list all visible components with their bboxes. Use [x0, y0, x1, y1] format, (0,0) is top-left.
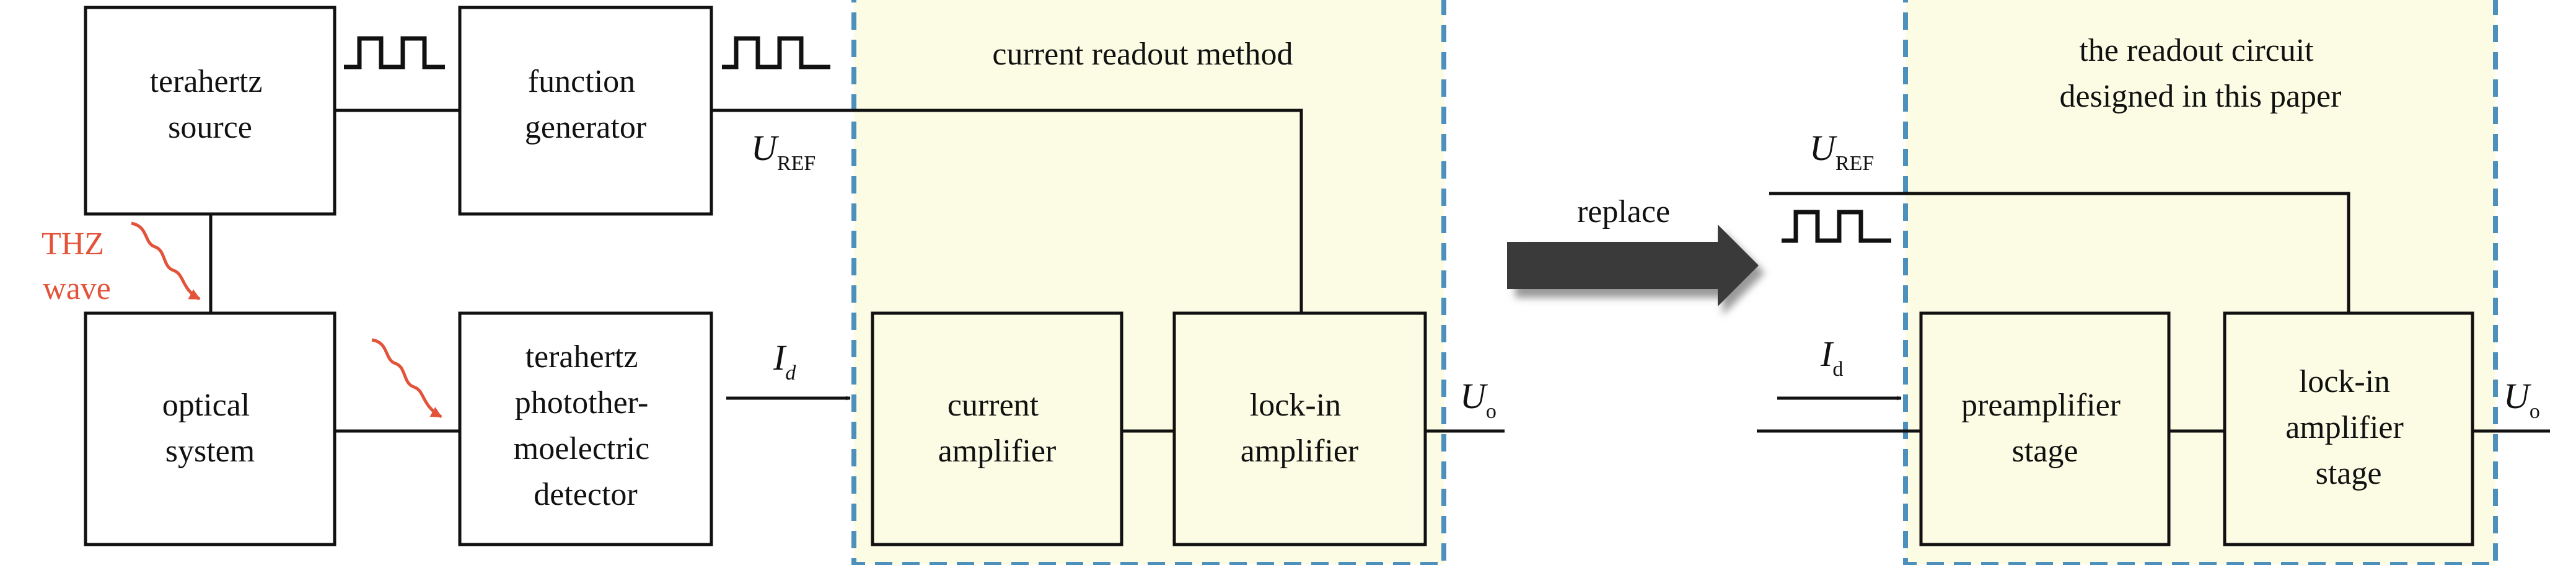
detector-line-2: photother-	[515, 385, 649, 420]
optical-system-block	[84, 311, 336, 546]
lockin-stage-line-3: stage	[2316, 456, 2382, 491]
u-ref-right-sub: REF	[1835, 152, 1874, 175]
wavy-arrow-icon	[371, 338, 442, 419]
u-ref-sub: REF	[777, 152, 815, 175]
detector-label: terahertz photother- moelectric detector	[514, 339, 657, 512]
i-d-right-sub: d	[1832, 358, 1843, 381]
i-d-main: I	[773, 337, 787, 378]
thz-label-line-1: THZ	[42, 226, 104, 262]
wavy-arrow-icon	[131, 221, 201, 301]
square-wave-icon	[722, 36, 830, 69]
preamplifier-stage-label: preamplifier stage	[1961, 388, 2129, 469]
i-d-right-main: I	[1820, 334, 1834, 374]
optical-system-label: optical system	[162, 388, 258, 469]
lockin-amplifier-line-2: amplifier	[1241, 434, 1359, 469]
terahertz-source-label: terahertz source	[150, 64, 271, 145]
i-d-sub: d	[785, 362, 796, 385]
proposed-title-line-2: designed in this paper	[2060, 79, 2342, 114]
u-o-main: U	[1460, 376, 1488, 416]
lockin-amplifier-label: lock-in amplifier	[1241, 388, 1359, 469]
u-o-sub: o	[1486, 400, 1497, 423]
lockin-amplifier-stage-label: lock-in amplifier stage	[2285, 364, 2412, 491]
terahertz-source-line-2: source	[168, 110, 252, 145]
replace-label: replace	[1577, 194, 1670, 229]
u-o-label: Uo	[1460, 376, 1497, 423]
preamplifier-stage-block	[1919, 311, 2171, 546]
lockin-amplifier-block	[1172, 311, 1427, 546]
function-generator-line-1: function	[528, 64, 635, 99]
proposed-readout-title: the readout circuit designed in this pap…	[2060, 33, 2342, 114]
lockin-stage-line-2: amplifier	[2285, 410, 2404, 445]
u-ref-label-right: UREF	[1809, 128, 1874, 175]
u-ref-main: U	[751, 128, 780, 168]
wire-uref-to-lockin-stage	[1769, 192, 2350, 313]
thz-wave-label: THZ wave	[42, 226, 112, 306]
optical-system-line-1: optical	[162, 388, 250, 423]
i-d-label-right: Id	[1820, 334, 1843, 381]
lockin-stage-line-1: lock-in	[2299, 364, 2390, 399]
detector-line-3: moelectric	[514, 431, 649, 466]
optical-system-line-2: system	[165, 434, 255, 469]
current-readout-title: current readout method	[992, 37, 1293, 72]
wire-reference-to-lockin	[711, 109, 1303, 313]
u-ref-label: UREF	[751, 128, 815, 175]
detector-line-4: detector	[534, 477, 637, 512]
current-amplifier-block	[871, 311, 1123, 546]
current-amplifier-line-2: amplifier	[938, 434, 1057, 469]
u-o-label-right: Uo	[2503, 376, 2540, 423]
preamplifier-line-2: stage	[2012, 434, 2078, 469]
thz-label-line-2: wave	[43, 271, 111, 306]
lockin-amplifier-stage-block	[2223, 311, 2474, 546]
preamplifier-line-1: preamplifier	[1961, 388, 2121, 423]
i-d-label: Id	[773, 337, 796, 385]
lockin-amplifier-line-1: lock-in	[1250, 388, 1341, 423]
current-amplifier-label: current amplifier	[938, 388, 1057, 469]
photothermoelectric-detector-block	[458, 311, 713, 546]
function-generator-line-2: generator	[525, 110, 646, 145]
u-o-right-main: U	[2503, 376, 2532, 416]
function-generator-block	[458, 6, 713, 216]
current-amplifier-line-1: current	[947, 388, 1039, 423]
thick-arrow-right-icon	[1507, 225, 1759, 306]
terahertz-source-line-1: terahertz	[150, 64, 263, 99]
function-generator-label: function generator	[525, 64, 646, 145]
square-wave-icon	[1782, 210, 1891, 243]
terahertz-source-block	[84, 6, 336, 216]
detector-line-1: terahertz	[525, 339, 638, 375]
u-o-right-sub: o	[2530, 400, 2540, 423]
proposed-title-line-1: the readout circuit	[2079, 33, 2314, 68]
square-wave-icon	[344, 36, 445, 69]
u-ref-right-main: U	[1809, 128, 1838, 168]
